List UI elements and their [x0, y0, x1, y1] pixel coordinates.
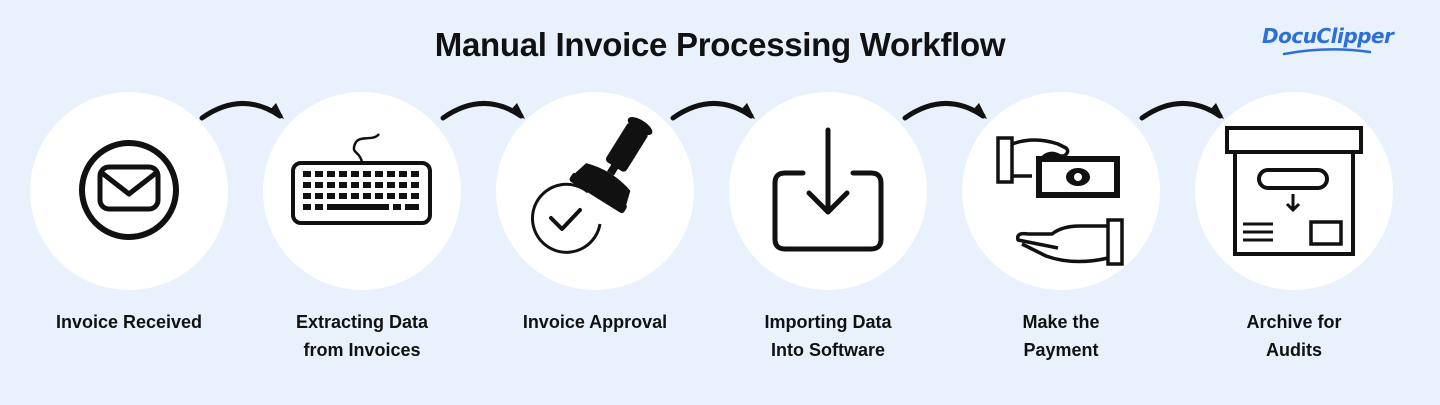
step-label: Importing Data Into Software	[764, 312, 892, 360]
step-circle	[1195, 92, 1393, 290]
flow-arrow	[1139, 101, 1224, 121]
diagram-title: Manual Invoice Processing Workflow	[434, 26, 1006, 63]
flow-arrow	[902, 101, 987, 121]
archive-box-icon	[1225, 126, 1363, 256]
download-icon	[772, 127, 884, 252]
step-circle	[729, 92, 927, 290]
step-circle	[263, 92, 461, 290]
step-label: Make the Payment	[1022, 312, 1100, 360]
flow-arrow	[440, 101, 525, 121]
step-circle	[962, 92, 1160, 290]
step-label: Invoice Approval	[522, 312, 668, 332]
brand-swoosh-icon	[1282, 48, 1372, 56]
flow-arrow	[199, 101, 284, 121]
step-label: Invoice Received	[55, 312, 203, 332]
brand-name: DocuClipper	[1262, 24, 1394, 48]
step-circle	[496, 92, 694, 290]
flow-arrow	[670, 101, 755, 121]
keyboard-icon	[291, 133, 432, 225]
payment-hands-icon	[996, 136, 1124, 266]
approval-stamp-icon	[530, 117, 653, 254]
step-label: Archive for Audits	[1246, 312, 1342, 360]
step-label: Extracting Data from Invoices	[295, 312, 429, 360]
brand-logo: DocuClipper	[1262, 24, 1394, 64]
envelope-icon	[79, 140, 179, 240]
step-circle	[30, 92, 228, 290]
